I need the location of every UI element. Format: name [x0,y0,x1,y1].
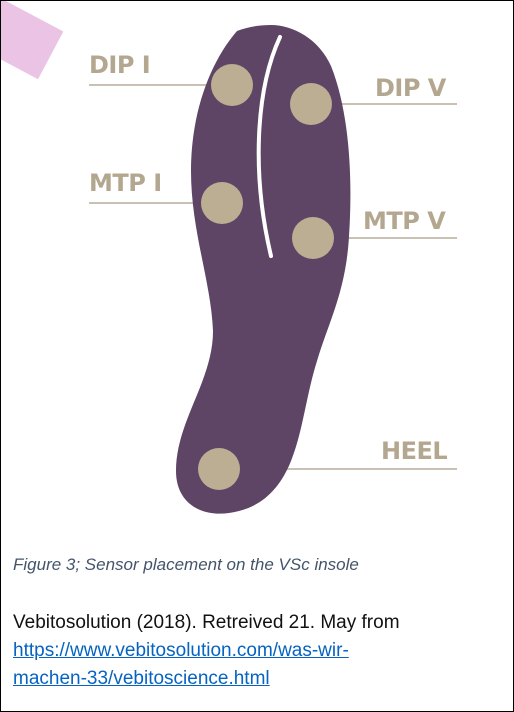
figure-caption: Figure 3; Sensor placement on the VSc in… [13,555,359,575]
sensor-heel [198,448,240,490]
label-heel: HEEL [381,439,447,463]
label-dip-v: DIP V [375,76,446,100]
label-mtp-v: MTP V [363,209,445,233]
label-dip-i: DIP I [89,53,150,77]
sensor-dip-i [211,64,253,106]
sensor-mtp-v [292,217,334,259]
label-mtp-i: MTP I [89,171,162,195]
citation-link[interactable]: https://www.vebitosolution.com/was-wir- … [13,640,349,689]
citation-link-line-1[interactable]: https://www.vebitosolution.com/was-wir- [13,640,349,661]
citation-link-line-2[interactable]: machen-33/vebitoscience.html [13,668,270,689]
citation: Vebitosolution (2018). Retreived 21. May… [13,609,493,693]
citation-text: Vebitosolution (2018). Retreived 21. May… [13,609,493,637]
sensor-dip-v [290,83,332,125]
sensor-mtp-i [201,182,243,224]
